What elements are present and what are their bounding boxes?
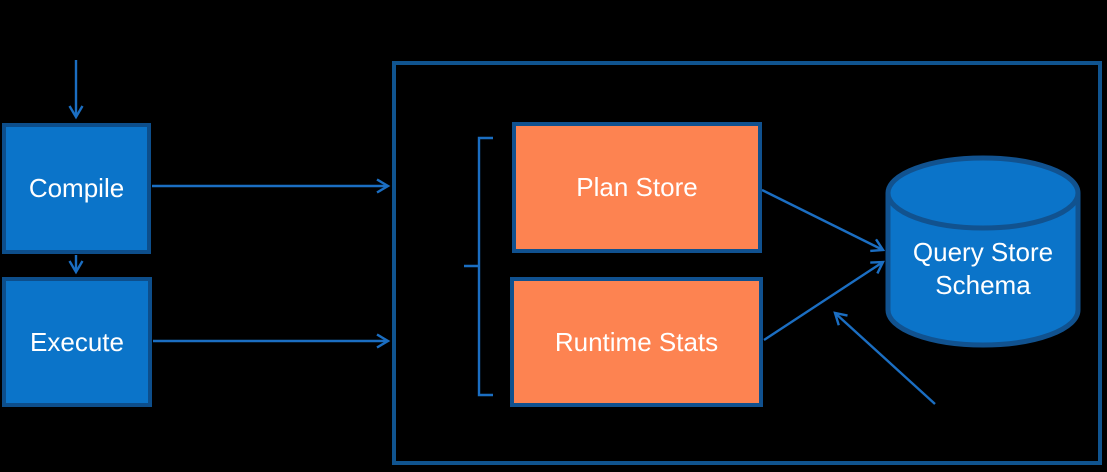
query-store-container [392, 61, 1102, 465]
cylinder-body [885, 193, 1081, 348]
database-cylinder [885, 155, 1081, 348]
node-query-store-schema-label: Query Store Schema [912, 237, 1054, 300]
arrow-offpage-to-schema [835, 313, 936, 405]
node-compile-label: Compile [28, 173, 125, 203]
arrow-runtimestats-to-schema [763, 262, 883, 342]
node-execute-label: Execute [30, 326, 124, 357]
arrow-planstore-to-schema [761, 188, 883, 250]
node-runtime-stats-label: Runtime Stats [554, 326, 719, 357]
node-plan-store: Plan Store [512, 122, 762, 253]
node-plan-store-label: Plan Store [576, 172, 698, 202]
node-execute: Execute [2, 277, 152, 407]
node-runtime-stats: Runtime Stats [510, 277, 763, 407]
cylinder-top [885, 155, 1081, 231]
group-bracket [464, 136, 493, 397]
node-compile: Compile [2, 123, 151, 254]
